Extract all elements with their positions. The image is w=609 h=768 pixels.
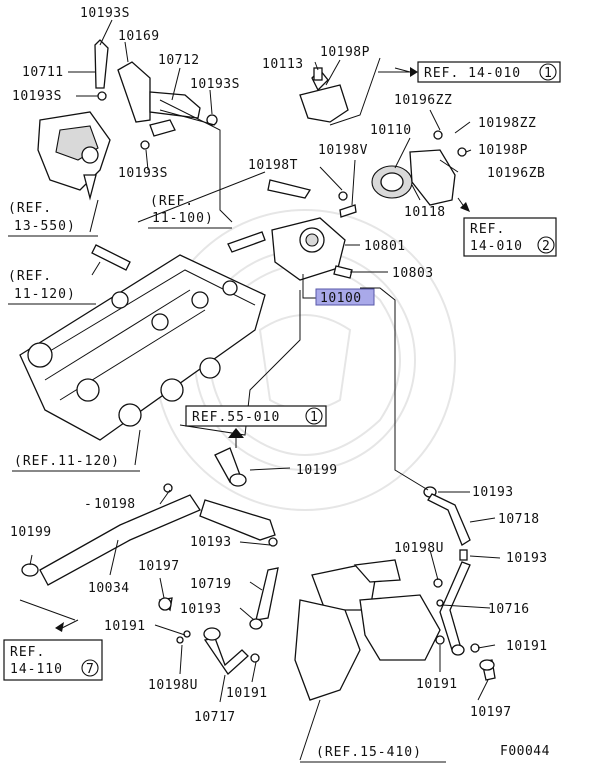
ref-14-010-2-num: 2	[542, 239, 551, 254]
label-10191-a: 10191	[104, 619, 146, 634]
label-10711: 10711	[22, 65, 64, 80]
label-10717: 10717	[194, 710, 236, 725]
ref-55-010-text: REF.55-010	[192, 410, 280, 425]
label-10113: 10113	[262, 57, 304, 72]
highlight-10100	[315, 288, 375, 306]
label-10191-d: 10191	[416, 677, 458, 692]
ref-11-120-a-line1: (REF.	[8, 269, 52, 284]
ref-11-100-line2: 11-100)	[152, 211, 214, 226]
ref-14-110-circle	[81, 659, 99, 677]
label-10193s-c: 10193S	[12, 89, 62, 104]
ref-14-010-2-line1: REF.	[470, 222, 505, 237]
part-labels: 10193S 10169 10711 10712 10193S 10193S 1…	[10, 6, 550, 759]
label-10193-b: 10193	[190, 535, 232, 550]
label-10198p-b: 10198P	[478, 143, 528, 158]
arrow-ref-14-010-2	[460, 202, 470, 212]
label-10193s-a: 10193S	[80, 6, 130, 21]
label-10801: 10801	[364, 239, 406, 254]
reference-labels: REF. 14-010 1 REF. 14-010 2 (REF. 13-550…	[3, 61, 561, 763]
arrow-ref-14-010-1	[410, 67, 418, 77]
label-10193-d: 10193	[180, 602, 222, 617]
ref-14-010-1-num: 1	[544, 66, 553, 81]
ref-14-010-1-box	[417, 61, 561, 83]
water-outlet-fitting	[299, 67, 349, 123]
throttle-housing-assembly	[227, 179, 353, 281]
label-10198p-a: 10198P	[320, 45, 370, 60]
ref-14-010-2-circle	[537, 236, 555, 254]
ref-14-110-line2: 14-110	[10, 662, 63, 677]
ref-14-010-1-circle	[539, 63, 557, 81]
water-pipes-lower	[21, 447, 279, 675]
label-10198u-a: 10198U	[394, 541, 444, 556]
label-10034: 10034	[88, 581, 130, 596]
label-10198t: 10198T	[248, 158, 298, 173]
cylinder-head	[19, 244, 266, 441]
ref-55-010-box	[185, 405, 327, 427]
ref-11-100-line1: (REF.	[150, 194, 194, 209]
label-10719: 10719	[190, 577, 232, 592]
label-10193-a: 10193	[472, 485, 514, 500]
label-10169: 10169	[118, 29, 160, 44]
label-10712: 10712	[158, 53, 200, 68]
ref-14-010-2-line2: 14-010	[470, 239, 523, 254]
ref-13-550-line2: 13-550)	[14, 219, 76, 234]
ref-55-010-circle	[305, 407, 323, 425]
thermostat-cover	[338, 130, 467, 218]
right-hoses	[423, 486, 496, 681]
water-pipe-assembly	[37, 39, 218, 201]
turbocharger-assembly	[294, 559, 444, 701]
arrow-ref-55-010	[228, 428, 244, 438]
label-10199-a: 10199	[296, 463, 338, 478]
label-10193s-b: 10193S	[190, 77, 240, 92]
ref-15-410: (REF.15-410)	[316, 745, 422, 760]
ref-13-550-line1: (REF.	[8, 201, 52, 216]
label-10199-b: 10199	[10, 525, 52, 540]
label-10118: 10118	[404, 205, 446, 220]
label-10193s-d: 10193S	[118, 166, 168, 181]
ref-14-110-line1: REF.	[10, 645, 45, 660]
label-10198-dash: -	[84, 497, 92, 512]
label-10197-a: 10197	[138, 559, 180, 574]
label-10110: 10110	[370, 123, 412, 138]
label-10196zz: 10196ZZ	[394, 93, 452, 108]
label-10191-c: 10191	[226, 686, 268, 701]
leader-lines	[19, 19, 501, 761]
label-10100: 10100	[320, 291, 362, 306]
label-10198zz: 10198ZZ	[478, 116, 536, 131]
figure-code: F00044	[500, 744, 550, 759]
label-10803: 10803	[392, 266, 434, 281]
ref-11-120-b: (REF.11-120)	[14, 454, 120, 469]
label-10196zb: 10196ZB	[487, 166, 545, 181]
reference-arrows	[55, 67, 470, 632]
ref-14-110-num: 7	[86, 662, 95, 677]
arrow-ref-14-110	[55, 622, 64, 632]
ref-14-010-1-text: REF. 14-010	[424, 66, 521, 81]
ref-55-010-num: 1	[310, 410, 319, 425]
label-10191-b: 10191	[506, 639, 548, 654]
label-10193-c: 10193	[506, 551, 548, 566]
label-10198v: 10198V	[318, 143, 368, 158]
label-10198-a: 10198	[94, 497, 136, 512]
label-10198u-b: 10198U	[148, 678, 198, 693]
label-10716: 10716	[488, 602, 530, 617]
ref-11-120-a-line2: 11-120)	[14, 287, 76, 302]
label-10718: 10718	[498, 512, 540, 527]
label-10197-b: 10197	[470, 705, 512, 720]
